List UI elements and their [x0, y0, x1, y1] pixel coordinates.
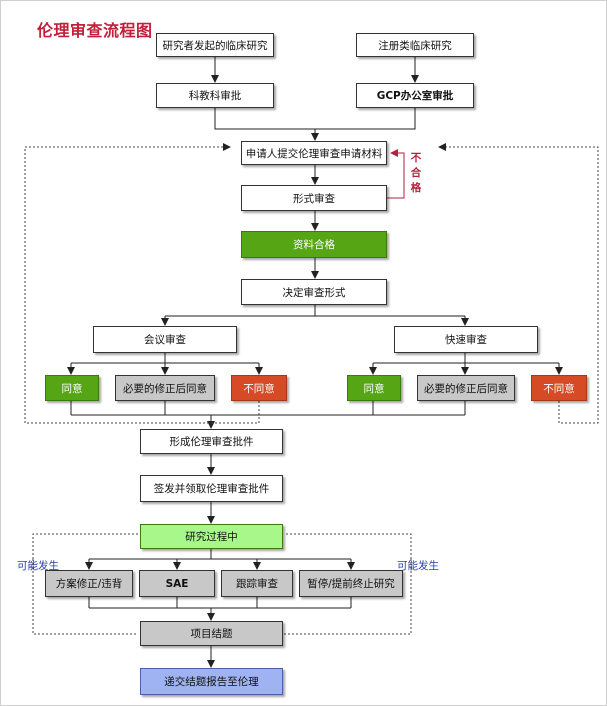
suspend-terminate-box: 暂停/提前终止研究 [299, 570, 403, 597]
issue-approval-box: 签发并领取伦理审查批件 [140, 475, 283, 502]
meeting-modify-agree-box: 必要的修正后同意 [115, 375, 215, 401]
page-title: 伦理审查流程图 [37, 21, 153, 40]
submit-final-report-box: 递交结题报告至伦理 [140, 668, 283, 695]
submit-materials-box: 申请人提交伦理审查申请材料 [241, 141, 387, 165]
formal-review-box: 形式审查 [241, 185, 387, 211]
registered-trial-box: 注册类临床研究 [356, 33, 474, 57]
sae-box: SAE [139, 570, 215, 597]
form-approval-box: 形成伦理审查批件 [140, 429, 283, 454]
meeting-agree-box: 同意 [45, 375, 99, 401]
project-closure-box: 项目结题 [140, 621, 283, 646]
meeting-review-box: 会议审查 [93, 326, 237, 353]
study-in-progress-box: 研究过程中 [140, 524, 283, 549]
tracking-review-box: 跟踪审查 [221, 570, 293, 597]
expedited-agree-box: 同意 [347, 375, 401, 401]
possible-occurrence-left-note: 可能发生 [17, 560, 59, 572]
materials-qualified-box: 资料合格 [241, 231, 387, 258]
reject-label: 不合格 [410, 152, 422, 194]
meeting-disagree-box: 不同意 [231, 375, 287, 401]
expedited-modify-agree-box: 必要的修正后同意 [417, 375, 515, 401]
investigator-initiated-study-box: 研究者发起的临床研究 [156, 33, 274, 57]
expedited-disagree-box: 不同意 [531, 375, 587, 401]
decide-review-type-box: 决定审查形式 [241, 279, 387, 305]
possible-occurrence-right-note: 可能发生 [397, 560, 439, 572]
research-dept-approval-box: 科教科审批 [156, 83, 274, 108]
expedited-review-box: 快速审查 [394, 326, 538, 353]
gcp-office-approval-box: GCP办公室审批 [356, 83, 474, 108]
protocol-amendment-box: 方案修正/违背 [45, 570, 133, 597]
